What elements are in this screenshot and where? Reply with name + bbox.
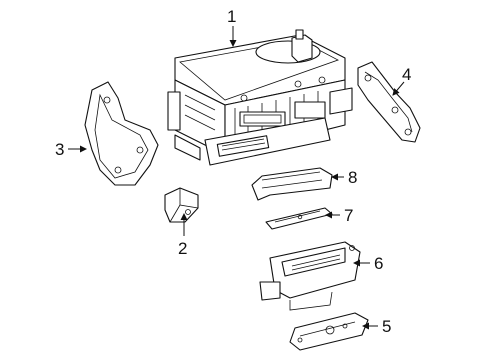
duct-part-8 [251, 167, 333, 201]
callout-3: 3 [55, 140, 87, 159]
callout-6: 6 [353, 254, 383, 273]
bracket-part-3 [84, 81, 159, 186]
callout-number: 5 [382, 317, 391, 336]
callout-1: 1 [227, 7, 237, 47]
callout-8: 8 [331, 168, 357, 187]
callout-number: 1 [227, 7, 236, 26]
duct-assembly-part-6 [259, 241, 361, 311]
callout-number: 6 [374, 254, 383, 273]
callout-2: 2 [178, 213, 188, 258]
callout-4: 4 [392, 65, 411, 96]
callout-number: 8 [348, 168, 357, 187]
callout-5: 5 [362, 317, 391, 336]
bracket-part-2 [164, 187, 199, 223]
cover-part-5 [289, 312, 369, 351]
callout-number: 2 [178, 239, 187, 258]
inverter-assembly-part-1 [167, 29, 353, 166]
bracket-part-4 [357, 61, 421, 143]
seal-part-7 [265, 207, 333, 230]
callout-number: 4 [402, 65, 411, 84]
callout-number: 7 [344, 206, 353, 225]
callout-7: 7 [325, 206, 353, 225]
callout-number: 3 [55, 140, 64, 159]
